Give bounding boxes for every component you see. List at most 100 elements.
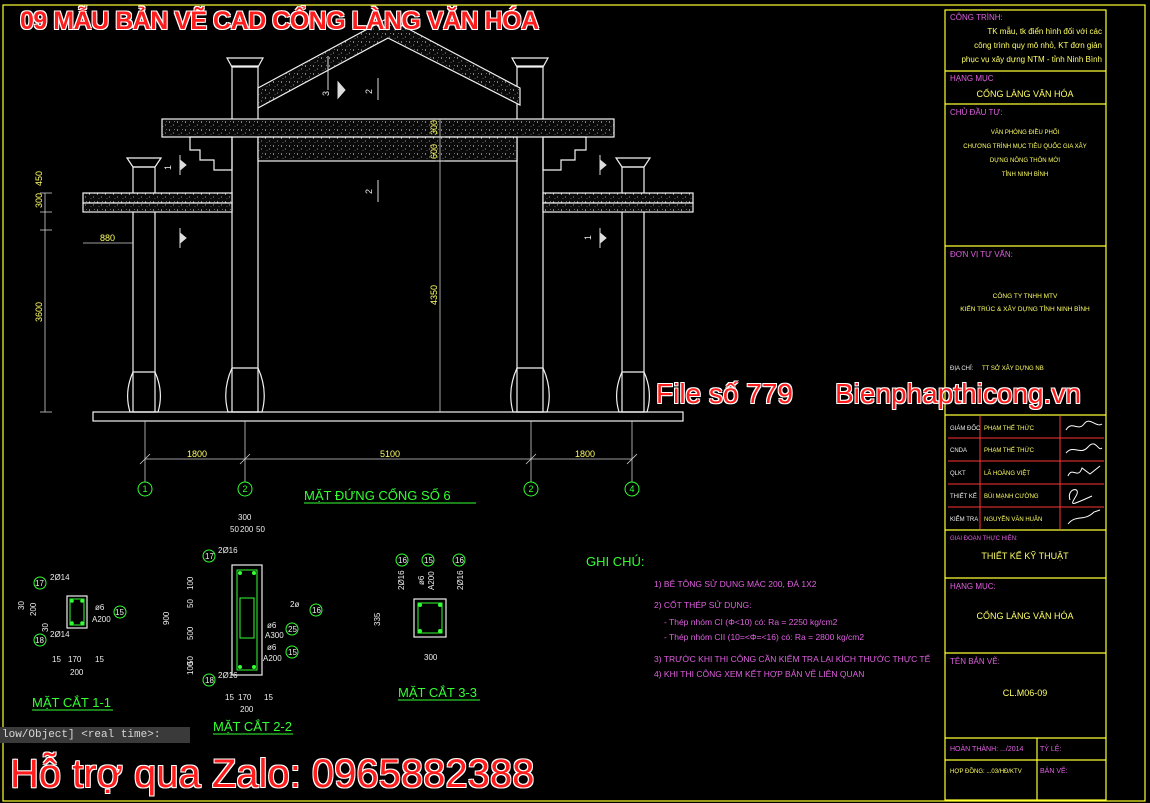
- s33-mark-3: 16: [455, 556, 464, 565]
- tb-hang-muc2-value: CỔNG LÀNG VĂN HÓA: [976, 610, 1073, 621]
- s33-mark-2: 15: [424, 556, 433, 565]
- signatures: [1065, 420, 1103, 525]
- s22-mark-5: 18: [205, 676, 214, 685]
- s11-dim-total: 200: [70, 668, 84, 677]
- s22-dim-left-1: 100: [186, 576, 195, 590]
- roof-gable: [257, 17, 521, 110]
- elevation-title: MẶT ĐỨNG CỔNG SỐ 6: [304, 488, 451, 503]
- s11-dim-w1: 15: [52, 655, 61, 664]
- overlay-file-number: File số 779: [656, 378, 793, 409]
- tb-cong-trinh-label: CÔNG TRÌNH:: [950, 13, 1003, 22]
- tb-ban-ve: BẢN VẼ:: [1040, 766, 1068, 775]
- s22-dim-top-3: 50: [256, 525, 265, 534]
- command-line[interactable]: low/Object] <real time>:: [0, 727, 190, 743]
- grid-bubble-1: 1: [142, 484, 147, 494]
- tb-hang-muc2-label: HẠNG MỤC:: [950, 582, 996, 591]
- note-2b: - Thép nhóm CII (10=<Φ=<16) có: Ra = 280…: [664, 632, 864, 642]
- s11-dim-a: 30: [17, 601, 26, 610]
- s33-stirrup: ø6: [417, 575, 426, 585]
- s11-dim-w3: 15: [95, 655, 104, 664]
- side-beam-left: [82, 192, 233, 204]
- note-3: 3) TRƯỚC KHI THI CÔNG CẦN KIỂM TRA LẠI K…: [654, 653, 931, 664]
- side-beam-right: [542, 192, 694, 204]
- s22-dim-left-3: 900: [162, 611, 171, 625]
- tb-dia-chi-value: TT SỞ XÂY DỰNG NB: [982, 365, 1044, 372]
- overlay-zalo-support: Hỗ trợ qua Zalo: 0965882388: [10, 752, 535, 796]
- s22-mark-2: 16: [312, 606, 321, 615]
- s11-title: MẶT CẮT 1-1: [32, 695, 111, 710]
- tb-giai-doan-label: GIAI ĐOẠN THỰC HIỆN:: [950, 534, 1018, 542]
- s22-mark-1: 17: [205, 552, 214, 561]
- s22-dim-top-2: 200: [240, 525, 254, 534]
- grid-bubble-2: 2: [242, 484, 247, 494]
- note-2: 2) CỐT THÉP SỬ DỤNG:: [654, 599, 751, 610]
- tb-role-3: QLKT: [950, 471, 966, 477]
- s22-stirrup2: ø6: [267, 643, 277, 652]
- tb-role-4: THIẾT KẾ: [950, 493, 977, 500]
- dim-left-3600: 3600: [34, 302, 44, 322]
- s22-dim-left-2: 50: [186, 599, 195, 608]
- s33-mark-1: 16: [398, 556, 407, 565]
- grid-bubble-4: 4: [629, 484, 634, 494]
- section-1-1: 17 18 15 2Ø14 2Ø14 ø6 A200 30 200 30 15 …: [17, 573, 127, 711]
- drawing-frame: [2, 4, 1146, 802]
- s11-mark-side: 15: [115, 608, 124, 617]
- grid-bubble-3: 2: [528, 484, 533, 494]
- elevation-dimensions: [40, 119, 638, 482]
- tb-cong-trinh-3: phục vụ xây dựng NTM - tỉnh Ninh Bình: [961, 55, 1102, 64]
- s11-dim-b: 200: [29, 602, 38, 616]
- note-1: 1) BÊ TÔNG SỬ DỤNG MÁC 200, ĐÁ 1X2: [654, 578, 817, 589]
- tb-ty-le: TỶ LỆ:: [1040, 744, 1061, 753]
- tb-role-1: GIÁM ĐỐC: [950, 425, 981, 432]
- s22-dim-total: 300: [238, 513, 252, 522]
- s11-mark-top: 17: [35, 579, 44, 588]
- s22-mark-4: 15: [288, 648, 297, 657]
- section-mark-2a: 2: [364, 89, 374, 94]
- ground-slab: [92, 411, 684, 422]
- note-4: 4) KHI THI CÔNG XEM KẾT HỢP BẢN VẼ LIÊN …: [654, 668, 864, 679]
- tb-cdt-3: DỰNG NÔNG THÔN MỚI: [990, 157, 1060, 164]
- section-mark-3: 3: [321, 91, 331, 96]
- title-block: [944, 9, 1107, 801]
- s22-stirrup1: ø6: [267, 621, 277, 630]
- tb-chu-dau-tu-label: CHỦ ĐẦU TƯ:: [950, 107, 1002, 117]
- s22-dim-left-4: 500: [186, 626, 195, 640]
- s22-title: MẶT CẮT 2-2: [213, 719, 292, 734]
- s22-dim-bot-3: 15: [264, 693, 273, 702]
- dim-left-300: 300: [34, 193, 44, 208]
- dim-bottom-3: 1800: [575, 449, 595, 459]
- section-mark-2b: 2: [364, 189, 374, 194]
- notes: GHI CHÚ: 1) BÊ TÔNG SỬ DỤNG MÁC 200, ĐÁ …: [586, 554, 931, 679]
- dim-bottom-1: 1800: [187, 449, 207, 459]
- s11-rebar-top: 2Ø14: [50, 573, 70, 582]
- dim-bottom-2: 5100: [380, 449, 400, 459]
- section-mark-1a: 1: [163, 165, 173, 170]
- s22-dim-left-6: 100: [186, 661, 195, 675]
- overlay-title: 09 MẪU BẢN VẼ CAD CỔNG LÀNG VĂN HÓA: [20, 7, 539, 35]
- tb-hang-muc-value: CỔNG LÀNG VĂN HÓA: [976, 88, 1073, 99]
- s33-spacing: A200: [427, 571, 436, 590]
- main-column-left: [231, 65, 259, 413]
- s22-mark-3: 25: [288, 625, 297, 634]
- tb-ten-ban-ve-value: CL.M06-09: [1003, 688, 1048, 698]
- overlay-site-name: Bienphapthicong.vn: [835, 378, 1081, 409]
- section-2-2: 50 200 50 300 2Ø16 2Ø16 ø6 A300 ø6 A200 …: [162, 513, 323, 735]
- tb-hang-muc-label: HẠNG MỤC: [950, 74, 994, 83]
- s33-title: MẶT CẮT 3-3: [398, 685, 477, 700]
- s11-rebar-bot: 2Ø14: [50, 630, 70, 639]
- top-beam: [161, 118, 615, 138]
- s33-dim-w: 300: [424, 653, 438, 662]
- s22-rebar-side: 2ø: [290, 600, 299, 609]
- tb-hop-dong: HỢP ĐỒNG: ...03/HĐ/KTV: [950, 768, 1022, 775]
- tb-role-5: KIỂM TRA: [950, 516, 978, 523]
- note-2a: - Thép nhóm CI (Φ<10) có: Ra = 2250 kg/c…: [664, 617, 838, 627]
- tb-cdt-2: CHƯƠNG TRÌNH MỤC TIÊU QUỐC GIA XÂY: [963, 142, 1086, 150]
- tb-name-2: PHẠM THẾ THỨC: [984, 447, 1035, 454]
- tb-ten-ban-ve-label: TÊN BẢN VẼ:: [950, 657, 1000, 666]
- s11-mark-bot: 18: [35, 636, 44, 645]
- tb-name-4: BÙI MẠNH CƯỜNG: [984, 493, 1039, 500]
- s22-rebar-bot: 2Ø16: [218, 671, 238, 680]
- s33-rebar-r: 2Ø16: [456, 570, 465, 590]
- s11-dim-c: 30: [41, 623, 50, 632]
